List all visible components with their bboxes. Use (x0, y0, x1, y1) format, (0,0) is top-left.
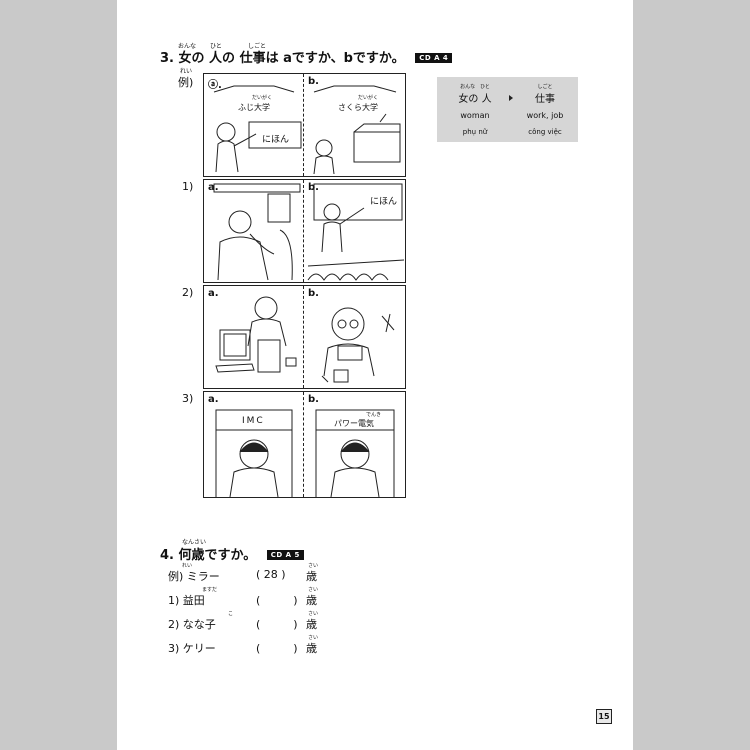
option-b-mark: b. (308, 76, 319, 87)
vocab-item-job: しごと 仕事 work, job công việc (513, 83, 577, 136)
age-answer-blank[interactable]: ( ) (256, 642, 298, 655)
q3-text: 女の 人の 仕事は aですか、bですか。 (178, 51, 405, 66)
vocab-en: work, job (526, 111, 564, 120)
q4-ruby: なんさい (182, 539, 207, 546)
option-a-mark: a. (208, 394, 219, 405)
q3-cd-tag: CD A 4 (415, 53, 453, 63)
row-2-illustration (215, 296, 395, 383)
row-2-panel: a. b. (203, 285, 406, 389)
q4-number: 4. (160, 548, 174, 563)
option-b-mark: b. (308, 182, 319, 193)
q3-ruby-onna: おんな (178, 43, 197, 50)
q3-ruby-shigoto: しごと (248, 43, 267, 50)
q3-heading: 3. 女の 人の 仕事は aですか、bですか。 CD A 4 (160, 47, 453, 66)
row-3-panel: a. b. IMC でんき パワー電気 (203, 391, 406, 498)
row-label-2: 2) (182, 286, 194, 299)
person-label: 例) ミラー (168, 570, 220, 583)
age-answer-blank[interactable]: ( ) (256, 594, 298, 607)
page-number: 15 (596, 709, 612, 724)
vocab-ruby: おんな ひと (460, 84, 490, 90)
age-unit: 歳 (306, 594, 317, 607)
example-scene-illustration (213, 85, 401, 175)
person-label: 1) 益田 (168, 594, 205, 607)
vocab-item-woman: おんな ひと 女の 人 woman phụ nữ (443, 83, 507, 136)
person-label: 2) なな子 (168, 618, 216, 631)
sign-ruby-a: だいがく (252, 95, 273, 101)
q4-heading: 4. 何歳ですか。 CD A 5 (160, 544, 304, 563)
age-answer-blank[interactable]: ( ) (256, 618, 298, 631)
unit-ruby: さい (308, 611, 319, 617)
q4-text: 何歳ですか。 (178, 548, 257, 563)
company-sign-b: パワー電気 (334, 419, 374, 428)
row-label-3: 3) (182, 392, 194, 405)
ruby: ますだ (202, 587, 218, 593)
university-sign-b: さくら大学 (338, 103, 378, 112)
vocab-en: woman (460, 111, 490, 120)
divider (303, 286, 304, 388)
option-a-mark: a. (208, 182, 219, 193)
q4-cd-tag: CD A 5 (266, 550, 304, 560)
divider (303, 74, 304, 176)
q3-ruby-hito: ひと (210, 43, 222, 50)
unit-ruby: さい (308, 563, 319, 569)
divider (303, 392, 304, 497)
person-label: 3) ケリー (168, 642, 216, 655)
vocab-jp: 仕事 (535, 94, 555, 105)
row-3-illustration (215, 409, 395, 497)
ruby: れい (182, 563, 193, 569)
option-a-mark: a. (208, 288, 219, 299)
option-b-mark: b. (308, 394, 319, 405)
row-label-1: 1) (182, 180, 194, 193)
vocab-vn: phụ nữ (462, 128, 488, 136)
unit-ruby: さい (308, 635, 319, 641)
age-unit: 歳 (306, 618, 317, 631)
row-1-panel: a. b. にほん (203, 179, 406, 283)
age-answer: ( 28 ) (256, 568, 286, 581)
vocab-ruby: しごと (537, 84, 553, 90)
vocab-vn: công việc (528, 128, 562, 136)
vocab-jp: 女の 人 (458, 94, 492, 105)
ruby: こ (228, 611, 234, 617)
row-1-illustration (213, 183, 405, 281)
age-unit: 歳 (306, 642, 317, 655)
vocabulary-box: おんな ひと 女の 人 woman phụ nữ しごと 仕事 work, jo… (437, 77, 578, 142)
blackboard-text: にほん (262, 135, 290, 145)
option-b-mark: b. (308, 288, 319, 299)
age-unit: 歳 (306, 570, 317, 583)
sign-ruby-b: だいがく (358, 95, 379, 101)
example-row-panel: ⓐ. b. だいがく ふじ大学 だいがく さくら大学 にほん (203, 73, 406, 177)
university-sign-a: ふじ大学 (238, 103, 270, 112)
arrow-icon (509, 95, 513, 101)
company-sign-a: IMC (242, 416, 265, 426)
q3-number: 3. (160, 51, 174, 66)
row-ex-ruby: れい (180, 68, 193, 75)
unit-ruby: さい (308, 587, 319, 593)
divider (303, 180, 304, 282)
option-a-mark: ⓐ. (208, 80, 222, 91)
row-label-example: 例) (178, 76, 194, 89)
sign-ruby-b: でんき (366, 412, 382, 418)
blackboard-text: にほん (370, 197, 398, 207)
